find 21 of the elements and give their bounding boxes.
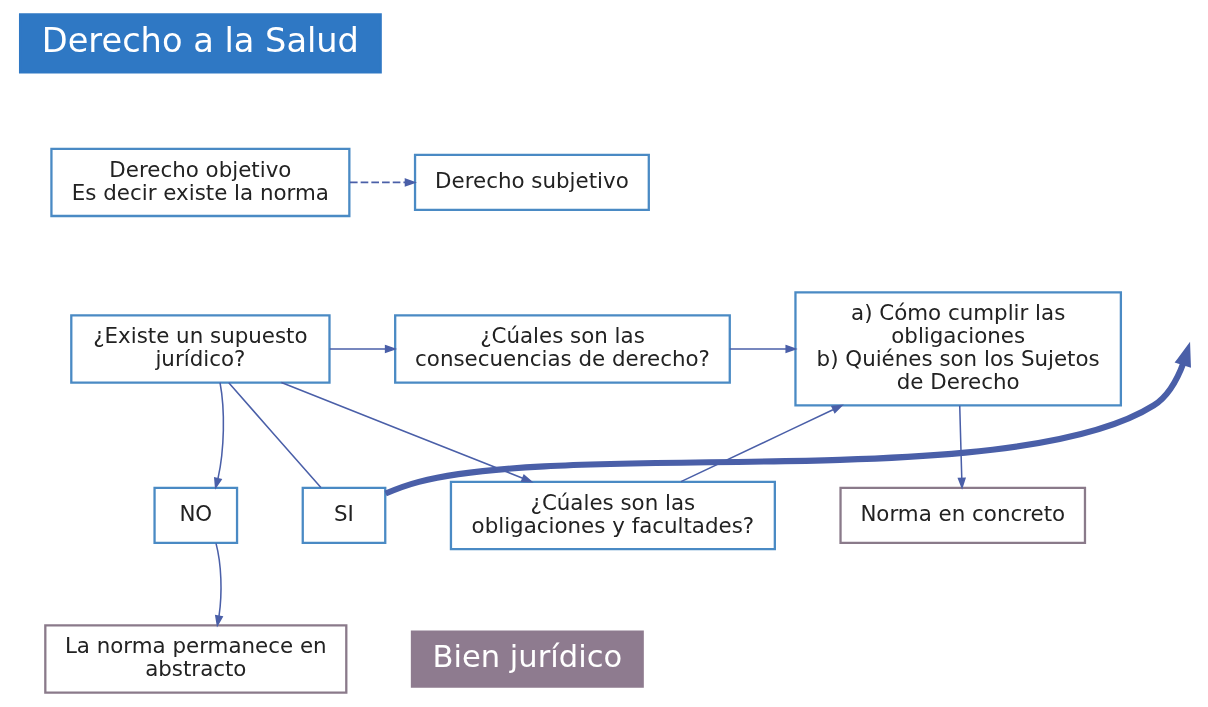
node-box: Derecho a la Salud	[18, 13, 382, 74]
node-box: La norma permanece en abstracto	[44, 624, 348, 694]
arrow	[213, 381, 225, 490]
node-box: NO	[153, 486, 239, 545]
arrow	[329, 344, 398, 354]
arrow	[680, 404, 844, 483]
node-box: ¿Cúales son las consecuencias de derecho?	[394, 314, 731, 384]
arrow	[729, 344, 798, 354]
arrow	[280, 381, 534, 483]
arrow	[214, 542, 224, 628]
arrow	[349, 178, 417, 187]
node-box: SI	[301, 486, 387, 545]
node-box: ¿Existe un supuesto jurídico?	[70, 314, 331, 384]
connector	[228, 381, 322, 489]
node-box: ¿Cúales son las obligaciones y facultades?	[449, 480, 776, 551]
node-box: a) Cómo cumplir las obligaciones b) Quiénes son los Sujetos de Derecho	[794, 291, 1123, 407]
node-box: Norma en concreto	[839, 486, 1087, 545]
arrow	[957, 405, 967, 490]
node-box: Bien jurídico	[410, 630, 644, 688]
node-box: Derecho subjetivo	[413, 153, 650, 212]
node-box: Derecho objetivo Es decir existe la norma	[50, 147, 351, 218]
